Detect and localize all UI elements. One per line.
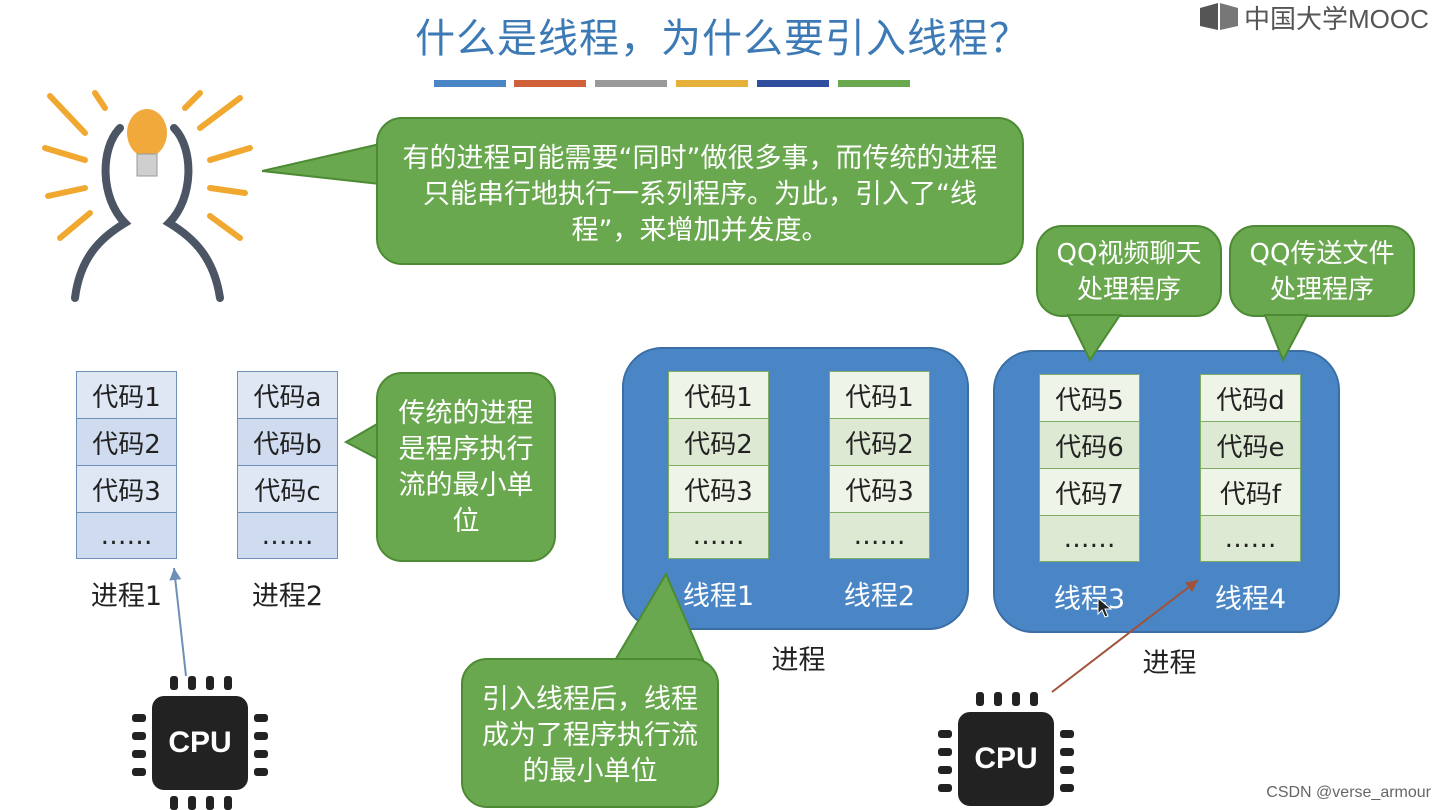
code-cell: 代码a — [237, 371, 338, 418]
code-cell: 代码6 — [1039, 421, 1140, 468]
top-explanation-bubble: 有的进程可能需要“同时”做很多事，而传统的进程只能串行地执行一系列程序。为此，引… — [376, 117, 1024, 265]
bubble-pointer — [344, 418, 384, 464]
cpu-chip-icon: CPU — [938, 692, 1074, 810]
cpu-to-process-arrow — [169, 567, 187, 677]
title-color-bar — [514, 80, 586, 87]
qq-video-bubble: QQ视频聊天处理程序 — [1036, 225, 1222, 317]
mooc-logo: 中国大学MOOC — [1198, 0, 1429, 34]
code-cell: …… — [829, 512, 930, 559]
title-color-bar — [838, 80, 910, 87]
code-cell: 代码e — [1200, 421, 1301, 468]
code-cell: 代码2 — [829, 418, 930, 465]
code-cell: 代码2 — [668, 418, 769, 465]
process-group-label: 进程 — [771, 645, 826, 676]
code-cell: 代码3 — [76, 465, 177, 512]
mouse-cursor-icon — [1097, 597, 1113, 618]
bubble-pointer — [1263, 314, 1309, 362]
thread-label: 线程1 — [682, 581, 755, 612]
code-cell: …… — [1039, 515, 1140, 562]
process-group-label: 进程 — [1142, 648, 1197, 679]
title-color-bar — [757, 80, 829, 87]
thread-intro-bubble: 引入线程后，线程成为了程序执行流的最小单位 — [461, 658, 719, 808]
code-cell: …… — [237, 512, 338, 559]
code-cell: 代码7 — [1039, 468, 1140, 515]
qq-file-bubble: QQ传送文件处理程序 — [1229, 225, 1415, 317]
traditional-process-text: 传统的进程是程序执行流的最小单位 — [398, 398, 534, 537]
qq-video-text: QQ视频聊天处理程序 — [1056, 239, 1202, 305]
code-cell: …… — [1200, 515, 1301, 562]
watermark: CSDN @verse_armour — [1266, 784, 1431, 801]
title-color-bar — [676, 80, 748, 87]
code-cell: 代码f — [1200, 468, 1301, 515]
thread-label: 线程4 — [1214, 584, 1287, 615]
top-explanation-text: 有的进程可能需要“同时”做很多事，而传统的进程只能串行地执行一系列程序。为此，引… — [402, 143, 998, 246]
thread-intro-text: 引入线程后，线程成为了程序执行流的最小单位 — [482, 684, 698, 787]
bubble-pointer — [1066, 314, 1122, 362]
code-cell: 代码c — [237, 465, 338, 512]
process-label: 进程1 — [90, 581, 163, 612]
cpu-label: CPU — [974, 742, 1038, 775]
code-cell: 代码1 — [829, 371, 930, 418]
code-cell: …… — [668, 512, 769, 559]
process-label: 进程2 — [251, 581, 324, 612]
title-color-bar — [595, 80, 667, 87]
code-cell: 代码1 — [76, 371, 177, 418]
cpu-chip-icon: CPU — [132, 676, 268, 810]
process-code-stack: 代码1 代码2 代码3 …… — [76, 371, 177, 559]
process-code-stack: 代码a 代码b 代码c …… — [237, 371, 338, 559]
thread-code-stack: 代码1 代码2 代码3 …… — [668, 371, 769, 559]
thread-code-stack: 代码5 代码6 代码7 …… — [1039, 374, 1140, 562]
thread-label: 线程3 — [1053, 584, 1126, 615]
logo-text: 中国大学MOOC — [1244, 3, 1429, 34]
code-cell: …… — [76, 512, 177, 559]
thread-code-stack: 代码d 代码e 代码f …… — [1200, 374, 1301, 562]
thinking-person-icon — [42, 90, 253, 302]
code-cell: 代码3 — [668, 465, 769, 512]
code-cell: 代码b — [237, 418, 338, 465]
code-cell: 代码d — [1200, 374, 1301, 421]
code-cell: 代码1 — [668, 371, 769, 418]
code-cell: 代码5 — [1039, 374, 1140, 421]
cpu-to-thread-arrow — [1051, 579, 1199, 693]
code-cell: 代码3 — [829, 465, 930, 512]
page-title: 什么是线程，为什么要引入线程？ — [415, 16, 1030, 62]
qq-file-text: QQ传送文件处理程序 — [1249, 239, 1395, 305]
thread-label: 线程2 — [843, 581, 916, 612]
title-color-bar — [434, 80, 506, 87]
cpu-label: CPU — [168, 726, 232, 759]
thread-code-stack: 代码1 代码2 代码3 …… — [829, 371, 930, 559]
traditional-process-bubble: 传统的进程是程序执行流的最小单位 — [376, 372, 556, 562]
mooc-book-icon — [1200, 3, 1238, 30]
code-cell: 代码2 — [76, 418, 177, 465]
